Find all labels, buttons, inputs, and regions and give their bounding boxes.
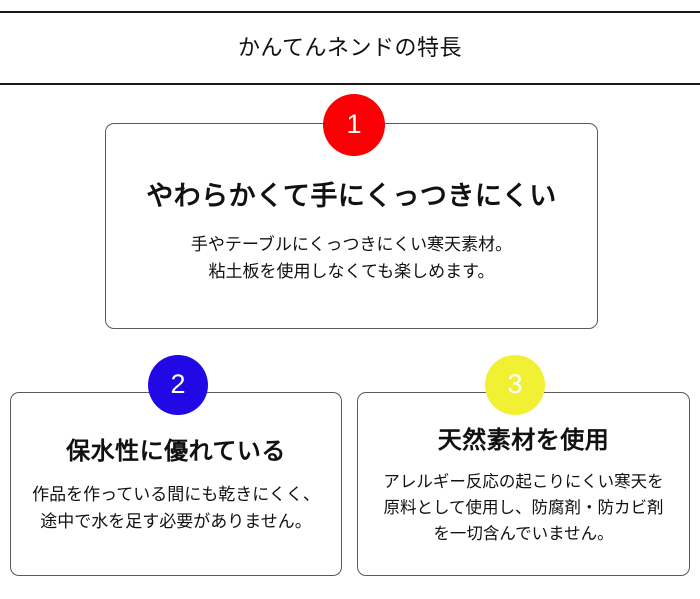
feature-card-2: 保水性に優れている 作品を作っている間にも乾きにくく、 途中で水を足す必要があり…: [10, 392, 342, 576]
feature-card-3-body-line-1: アレルギー反応の起こりにくい寒天を: [383, 473, 664, 492]
header-band: かんてんネンドの特長: [0, 11, 700, 85]
feature-card-2-body-line-1: 作品を作っている間にも乾きにくく、: [32, 484, 320, 504]
page-title: かんてんネンドの特長: [238, 35, 462, 60]
feature-badge-1: 1: [323, 94, 385, 156]
feature-badge-2: 2: [148, 355, 208, 415]
feature-card-2-body-line-2: 途中で水を足す必要がありません。: [40, 511, 312, 531]
feature-card-2-heading: 保水性に優れている: [66, 438, 286, 466]
feature-card-3-heading: 天然素材を使用: [437, 426, 610, 454]
feature-card-3-body: アレルギー反応の起こりにくい寒天を 原料として使用し、防腐剤・防カビ剤 を一切含…: [383, 470, 663, 547]
feature-badge-1-number: 1: [346, 108, 362, 139]
feature-card-1-body-line-2: 粘土板を使用しなくても楽しめます。: [208, 261, 495, 281]
feature-badge-3: 3: [485, 355, 545, 415]
feature-badge-3-number: 3: [507, 368, 523, 399]
feature-card-1-body: 手やテーブルにくっつきにくい寒天素材。 粘土板を使用しなくても楽しめます。: [191, 232, 512, 286]
feature-badge-2-number: 2: [170, 368, 186, 399]
feature-card-3-body-line-2: 原料として使用し、防腐剤・防カビ剤: [383, 498, 664, 517]
feature-card-3-body-line-3: を一切含んでいません。: [433, 524, 614, 543]
feature-card-1: やわらかくて手にくっつきにくい 手やテーブルにくっつきにくい寒天素材。 粘土板を…: [105, 123, 598, 329]
feature-card-1-body-line-1: 手やテーブルにくっつきにくい寒天素材。: [190, 234, 513, 254]
feature-card-2-body: 作品を作っている間にも乾きにくく、 途中で水を足す必要がありません。: [32, 482, 320, 536]
feature-card-1-heading: やわらかくて手にくっつきにくい: [146, 180, 557, 211]
feature-card-3: 天然素材を使用 アレルギー反応の起こりにくい寒天を 原料として使用し、防腐剤・防…: [357, 392, 690, 576]
